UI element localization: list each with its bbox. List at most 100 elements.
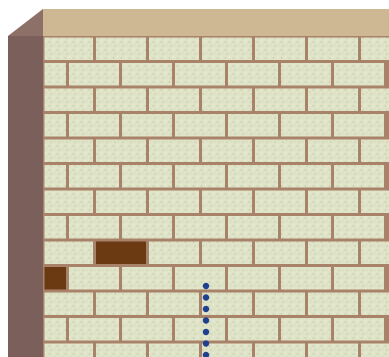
brick — [45, 191, 94, 214]
brick — [308, 242, 358, 265]
brick — [361, 89, 389, 112]
brick — [122, 114, 172, 137]
brick — [69, 267, 119, 290]
brick — [45, 242, 94, 265]
brick — [202, 344, 252, 357]
brick — [202, 191, 252, 214]
brick — [334, 114, 384, 137]
brick — [175, 63, 225, 86]
brick — [122, 216, 172, 239]
brick — [96, 344, 146, 357]
brick — [149, 242, 199, 265]
brick — [69, 63, 119, 86]
brick — [255, 191, 305, 214]
brick — [228, 216, 278, 239]
brick — [96, 140, 146, 163]
brick — [202, 140, 252, 163]
dot — [203, 329, 209, 335]
dot — [203, 340, 209, 346]
brick — [361, 191, 389, 214]
brick — [96, 38, 146, 61]
brick — [122, 63, 172, 86]
brick — [45, 114, 67, 137]
brick — [334, 216, 384, 239]
brick-grid — [45, 38, 389, 357]
brick — [45, 318, 67, 341]
brick — [281, 114, 331, 137]
brick — [45, 344, 94, 357]
brick — [175, 318, 225, 341]
brick — [202, 293, 252, 316]
brick — [149, 344, 199, 357]
brick — [255, 344, 305, 357]
brick — [45, 63, 67, 86]
brick — [202, 89, 252, 112]
brick — [361, 38, 389, 61]
brick — [361, 344, 389, 357]
brick — [228, 63, 278, 86]
brick — [308, 38, 358, 61]
brick — [281, 267, 331, 290]
brick — [122, 267, 172, 290]
brick — [45, 165, 67, 188]
brick — [122, 318, 172, 341]
brick — [175, 114, 225, 137]
brick — [255, 242, 305, 265]
brick — [228, 114, 278, 137]
brick — [96, 293, 146, 316]
brick — [308, 293, 358, 316]
brick — [122, 165, 172, 188]
brick — [69, 216, 119, 239]
brick — [45, 216, 67, 239]
brick — [255, 38, 305, 61]
brick — [96, 191, 146, 214]
brick — [361, 242, 389, 265]
brick — [149, 38, 199, 61]
brick — [96, 89, 146, 112]
brick — [281, 63, 331, 86]
wall-left-face — [8, 36, 43, 357]
brick — [45, 38, 94, 61]
brick — [334, 318, 384, 341]
brick — [202, 38, 252, 61]
brick — [149, 89, 199, 112]
brick — [228, 318, 278, 341]
brick — [69, 114, 119, 137]
dot — [203, 317, 209, 323]
brick — [308, 140, 358, 163]
brick — [281, 318, 331, 341]
brick — [149, 191, 199, 214]
dark-brick — [45, 267, 67, 290]
brick — [281, 216, 331, 239]
brick — [255, 293, 305, 316]
brick — [149, 140, 199, 163]
brick — [255, 140, 305, 163]
dot — [203, 306, 209, 312]
brick — [334, 63, 384, 86]
brick — [69, 318, 119, 341]
wall-top-face — [8, 9, 389, 36]
brick — [308, 89, 358, 112]
brick — [45, 140, 94, 163]
brick — [334, 267, 384, 290]
brick — [255, 89, 305, 112]
brick — [308, 191, 358, 214]
brick — [228, 267, 278, 290]
brick — [308, 344, 358, 357]
brick — [149, 293, 199, 316]
brick — [202, 242, 252, 265]
dot — [203, 294, 209, 300]
brick — [228, 165, 278, 188]
brick — [45, 293, 94, 316]
brick — [69, 165, 119, 188]
brick — [334, 165, 384, 188]
brick — [361, 293, 389, 316]
brick — [281, 165, 331, 188]
brick — [175, 165, 225, 188]
brick — [45, 89, 94, 112]
brick — [175, 216, 225, 239]
dark-brick — [96, 242, 146, 265]
brick — [361, 140, 389, 163]
dot — [203, 283, 209, 289]
